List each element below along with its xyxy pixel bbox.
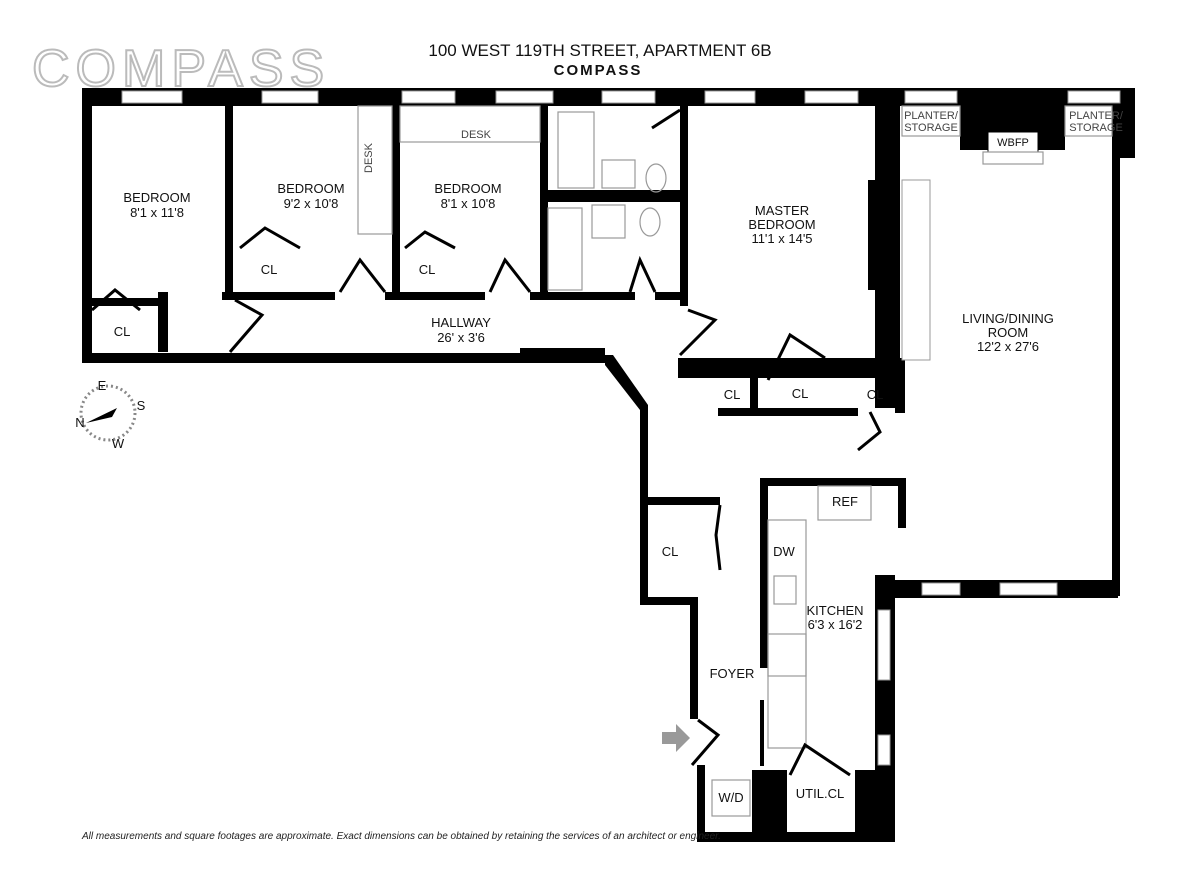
room-labels: BEDROOM 8'1 x 11'8 BEDROOM 9'2 x 10'8 BE… xyxy=(114,110,1124,805)
svg-text:PLANTER/: PLANTER/ xyxy=(904,110,959,122)
svg-text:E: E xyxy=(98,378,107,393)
windows xyxy=(121,90,1121,766)
svg-text:N: N xyxy=(75,415,84,430)
living-room-label: LIVING/DINING xyxy=(962,311,1054,326)
svg-text:DESK: DESK xyxy=(461,129,492,141)
bedroom-2-label: BEDROOM xyxy=(277,181,344,196)
svg-text:12'2 x 27'6: 12'2 x 27'6 xyxy=(977,339,1039,354)
svg-text:DESK: DESK xyxy=(363,142,375,173)
bedroom-1-label: BEDROOM xyxy=(123,190,190,205)
svg-text:CL: CL xyxy=(662,544,679,559)
svg-text:CL: CL xyxy=(867,387,884,402)
svg-text:CL: CL xyxy=(419,262,436,277)
svg-text:REF: REF xyxy=(832,494,858,509)
svg-text:8'1 x 10'8: 8'1 x 10'8 xyxy=(441,196,496,211)
svg-text:CL: CL xyxy=(792,386,809,401)
svg-text:STORAGE: STORAGE xyxy=(1069,122,1123,134)
entry-arrow-icon xyxy=(662,724,690,752)
compass-sublogo: COMPASS xyxy=(554,62,643,79)
svg-text:W: W xyxy=(112,436,125,451)
svg-text:26' x 3'6: 26' x 3'6 xyxy=(437,330,485,345)
svg-text:CL: CL xyxy=(261,262,278,277)
bedroom-3-label: BEDROOM xyxy=(434,181,501,196)
north-arrow-icon xyxy=(86,408,117,423)
svg-text:11'1 x 14'5: 11'1 x 14'5 xyxy=(751,231,812,246)
svg-text:CL: CL xyxy=(724,387,741,402)
compass-logo-watermark: COMPASS xyxy=(32,40,330,98)
kitchen-label: KITCHEN xyxy=(806,603,863,618)
svg-text:UTIL.CL: UTIL.CL xyxy=(796,786,844,801)
walls xyxy=(82,88,1135,842)
svg-text:WBFP: WBFP xyxy=(997,137,1029,149)
svg-text:ROOM: ROOM xyxy=(988,325,1028,340)
svg-text:9'2 x 10'8: 9'2 x 10'8 xyxy=(284,196,339,211)
compass-rose: N E S W xyxy=(75,378,145,451)
master-bedroom-label: MASTER xyxy=(755,203,809,218)
foyer-label: FOYER xyxy=(710,666,755,681)
svg-text:DW: DW xyxy=(773,544,795,559)
svg-text:BEDROOM: BEDROOM xyxy=(748,217,815,232)
svg-text:8'1 x 11'8: 8'1 x 11'8 xyxy=(130,205,184,220)
svg-text:W/D: W/D xyxy=(718,790,743,805)
svg-text:STORAGE: STORAGE xyxy=(904,122,958,134)
fixtures xyxy=(91,105,1113,817)
disclaimer: All measurements and square footages are… xyxy=(82,831,721,842)
svg-text:PLANTER/: PLANTER/ xyxy=(1069,110,1124,122)
hallway-label: HALLWAY xyxy=(431,315,491,330)
plan-title: 100 WEST 119TH STREET, APARTMENT 6B xyxy=(428,41,771,60)
svg-text:CL: CL xyxy=(114,324,131,339)
svg-text:6'3 x 16'2: 6'3 x 16'2 xyxy=(808,617,863,632)
svg-text:S: S xyxy=(137,398,146,413)
